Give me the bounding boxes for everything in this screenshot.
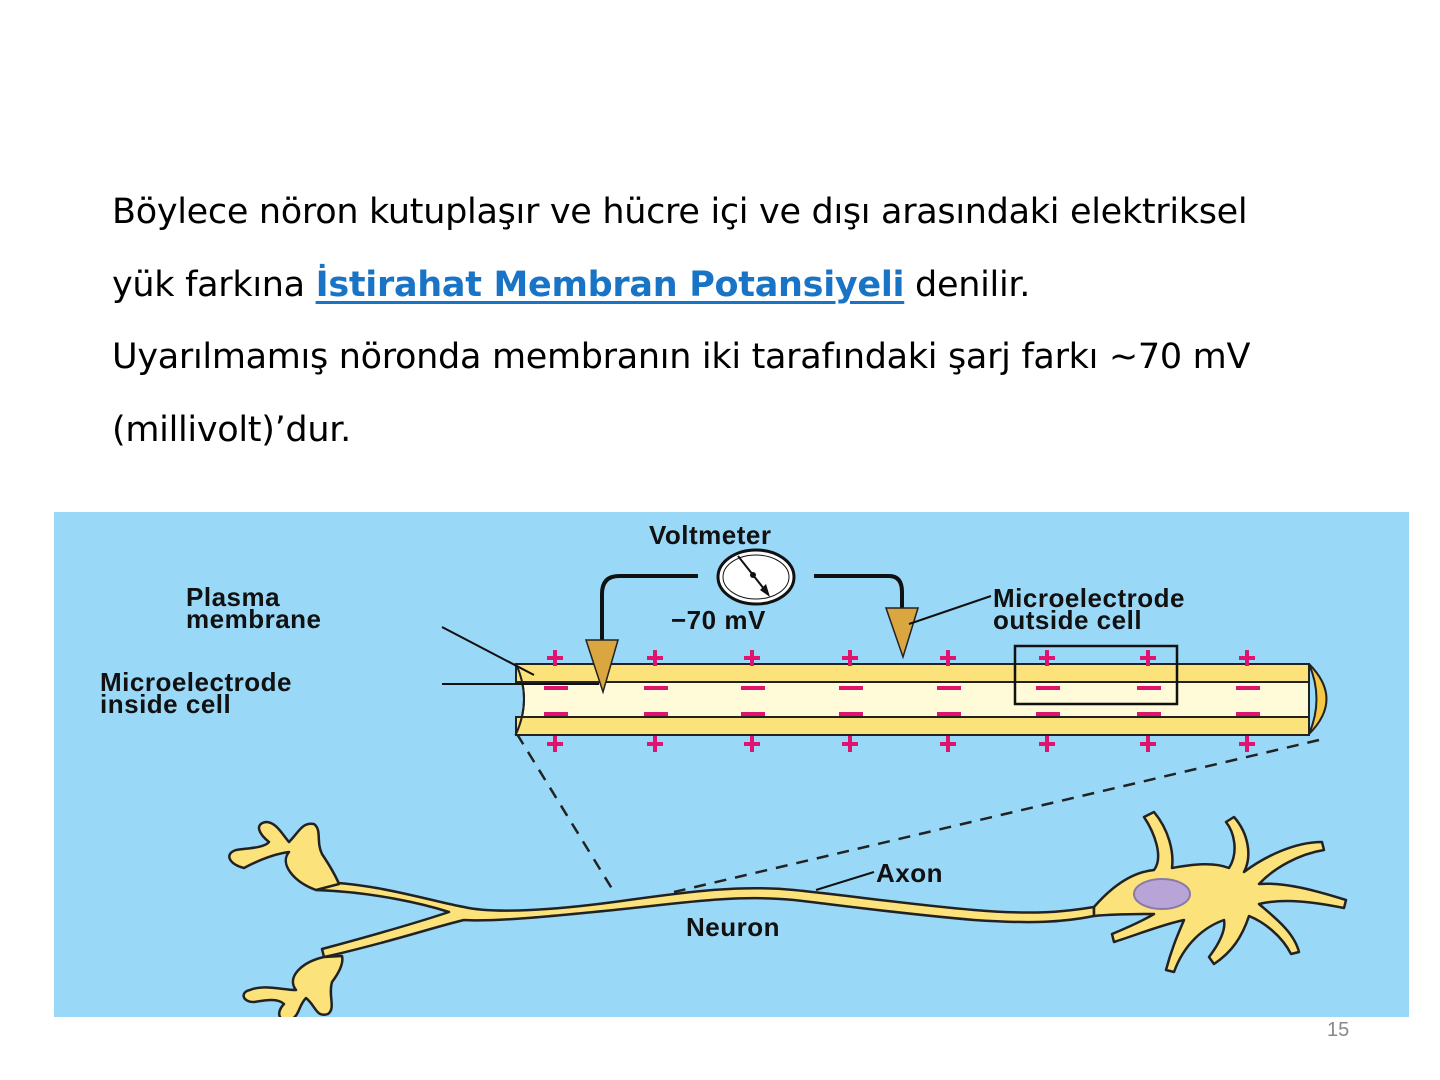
outside-electrode-icon bbox=[884, 607, 920, 660]
charges bbox=[544, 650, 1260, 752]
outside-charges-top bbox=[547, 650, 1255, 666]
electrode-outside-label-2: outside cell bbox=[993, 605, 1143, 635]
voltmeter-label: Voltmeter bbox=[649, 520, 772, 550]
text-suffix: denilir. bbox=[904, 265, 1031, 305]
membrane-potential-figure: Voltmeter −70 mV Plasma membrane Microel… bbox=[54, 512, 1409, 1017]
nucleus-icon bbox=[1133, 878, 1191, 910]
zoom-lines bbox=[515, 733, 1320, 894]
paragraph-line-4: (millivolt)’dur. bbox=[112, 410, 351, 450]
leader-lines bbox=[441, 595, 992, 891]
paragraph-line-3: Uyarılmamış nöronda membranın iki tarafı… bbox=[112, 337, 1251, 377]
electrode-outside-label-1: Microelectrode bbox=[993, 583, 1185, 613]
outside-charges-bottom bbox=[547, 736, 1255, 752]
axon-segment bbox=[514, 663, 1328, 736]
neuron-illustration bbox=[228, 810, 1348, 1017]
paragraph-line-1: Böylece nöron kutuplaşır ve hücre içi ve… bbox=[112, 192, 1248, 232]
page-number: 15 bbox=[1327, 1019, 1350, 1041]
voltmeter-wires bbox=[600, 574, 904, 640]
neuron-label: Neuron bbox=[686, 912, 780, 942]
electrode-inside-label-2: inside cell bbox=[100, 689, 232, 719]
inside-charges bbox=[544, 686, 1260, 716]
plasma-membrane-label-1: Plasma bbox=[186, 582, 281, 612]
voltmeter-icon bbox=[716, 548, 796, 606]
highlight-box bbox=[1013, 644, 1179, 706]
axon-label: Axon bbox=[876, 858, 943, 888]
diagram-graphic bbox=[228, 548, 1348, 1017]
resting-membrane-potential-link[interactable]: İstirahat Membran Potansiyeli bbox=[315, 265, 905, 305]
plasma-membrane-label-2: membrane bbox=[186, 604, 322, 634]
inside-electrode-icon bbox=[584, 639, 619, 695]
paragraph-line-2: yük farkına İstirahat Membran Potansiyel… bbox=[112, 265, 1352, 305]
voltage-reading: −70 mV bbox=[671, 605, 766, 635]
electrode-inside-label-1: Microelectrode bbox=[100, 667, 292, 697]
text-prefix: yük farkına bbox=[112, 265, 316, 305]
